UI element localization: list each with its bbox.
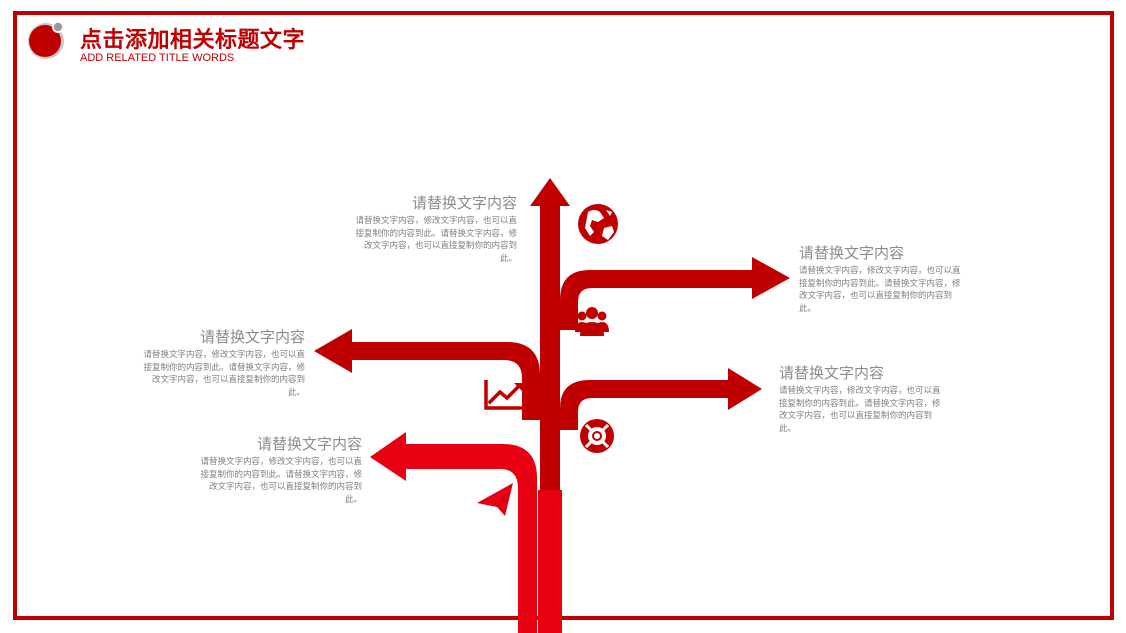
block-title: 请替换文字内容 [779, 364, 885, 382]
block-title: 请替换文字内容 [411, 194, 517, 212]
text-block-bottom-left: 请替换文字内容 请替换文字内容，修改文字内容，也可以直接复制你的内容到此。请替换… [197, 434, 362, 506]
block-body: 请替换文字内容，修改文字内容，也可以直接复制你的内容到此。请替换文字内容，修改文… [799, 266, 961, 314]
team-icon [575, 307, 609, 336]
chart-trend-icon [484, 380, 524, 410]
branch-lower-right [560, 368, 762, 430]
block-title: 请替换文字内容 [199, 328, 305, 346]
text-block-middle-left: 请替换文字内容 请替换文字内容，修改文字内容，也可以直接复制你的内容到此。请替换… [140, 327, 305, 399]
trunk-arrowhead [530, 178, 570, 206]
block-body: 请替换文字内容，修改文字内容，也可以直接复制你的内容到此。请替换文字内容，修改文… [355, 216, 517, 264]
branch-middle-left [314, 329, 540, 420]
block-title: 请替换文字内容 [256, 435, 362, 453]
text-block-lower-right: 请替换文字内容 请替换文字内容，修改文字内容，也可以直接复制你的内容到此。请替换… [779, 363, 944, 435]
globe-icon [578, 204, 618, 244]
trunk-lower-bright [538, 490, 562, 633]
block-body: 请替换文字内容，修改文字内容，也可以直接复制你的内容到此。请替换文字内容，修改文… [200, 457, 362, 505]
lifebuoy-icon [580, 419, 614, 453]
text-block-upper-right: 请替换文字内容 请替换文字内容，修改文字内容，也可以直接复制你的内容到此。请替换… [799, 243, 964, 315]
block-body: 请替换文字内容，修改文字内容，也可以直接复制你的内容到此。请替换文字内容，修改文… [779, 386, 941, 434]
branch-upper-right [560, 257, 790, 330]
block-body: 请替换文字内容，修改文字内容，也可以直接复制你的内容到此。请替换文字内容，修改文… [143, 350, 305, 398]
page-subtitle: ADD RELATED TITLE WORDS [80, 52, 235, 64]
text-block-top-center: 请替换文字内容 请替换文字内容，修改文字内容，也可以直接复制你的内容到此。请替换… [352, 193, 517, 265]
block-title: 请替换文字内容 [799, 244, 905, 262]
paper-plane-icon [477, 483, 513, 516]
slide-frame [13, 11, 1114, 620]
logo-mark [28, 21, 64, 59]
page-title: 点击添加相关标题文字 [80, 28, 306, 53]
branch-bottom-left [370, 432, 537, 633]
